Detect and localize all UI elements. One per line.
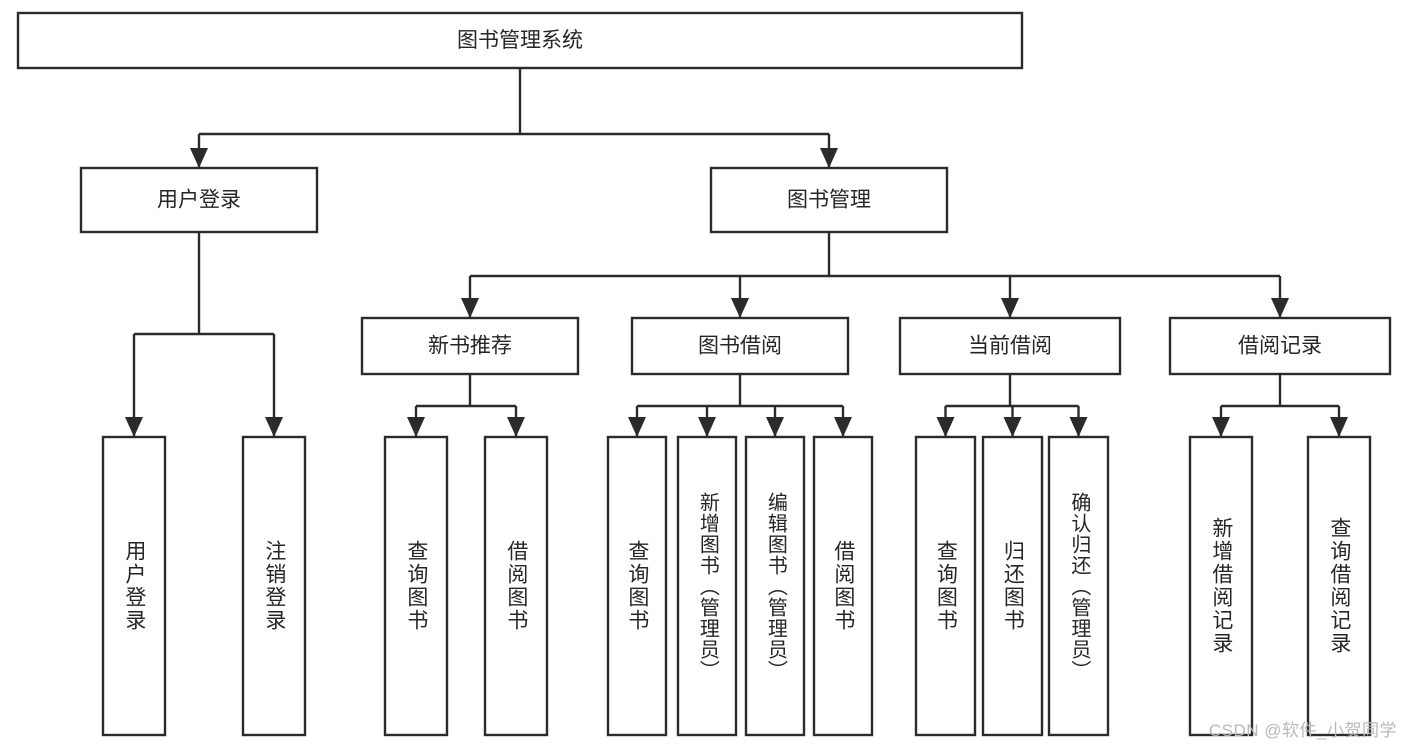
node-n6[interactable]: 借阅记录 xyxy=(1168,316,1392,376)
node-box[interactable] xyxy=(709,166,949,234)
node-l4[interactable] xyxy=(483,435,549,737)
node-box[interactable] xyxy=(812,435,874,737)
node-label: 图书管理 xyxy=(787,189,871,212)
node-n2[interactable]: 图书管理 xyxy=(709,166,949,234)
csdn-watermark: CSDN @软件_小贺同学 xyxy=(1208,721,1397,740)
arrow-head-icon xyxy=(1001,298,1019,318)
arrow-head-icon xyxy=(507,417,525,437)
arrow-head-icon xyxy=(1330,417,1348,437)
node-l2[interactable] xyxy=(241,435,307,737)
node-box[interactable] xyxy=(1188,435,1254,737)
node-box[interactable] xyxy=(981,435,1044,737)
connectors-layer xyxy=(125,68,1348,437)
node-label: 当前借阅 xyxy=(968,335,1052,358)
node-box[interactable] xyxy=(606,435,668,737)
node-l6[interactable] xyxy=(676,435,738,737)
arrow-head-icon xyxy=(628,417,646,437)
node-box[interactable] xyxy=(898,316,1122,376)
node-box[interactable] xyxy=(1168,316,1392,376)
node-label: 图书管理系统 xyxy=(457,29,583,52)
arrow-head-icon xyxy=(731,298,749,318)
node-box[interactable] xyxy=(101,435,167,737)
node-label: 用户登录 xyxy=(157,189,241,212)
node-box[interactable] xyxy=(1047,435,1110,737)
node-box[interactable] xyxy=(16,11,1024,70)
node-l11[interactable] xyxy=(1047,435,1110,737)
node-l8[interactable] xyxy=(812,435,874,737)
node-box[interactable] xyxy=(360,316,580,376)
node-box[interactable] xyxy=(483,435,549,737)
node-box[interactable] xyxy=(383,435,449,737)
arrow-head-icon xyxy=(1212,417,1230,437)
node-l10[interactable] xyxy=(981,435,1044,737)
node-n1[interactable]: 用户登录 xyxy=(79,166,319,234)
node-n4[interactable]: 图书借阅 xyxy=(630,316,850,376)
arrow-head-icon xyxy=(766,417,784,437)
arrow-head-icon xyxy=(1003,417,1022,437)
arrow-head-icon xyxy=(265,417,283,437)
node-box[interactable] xyxy=(744,435,806,737)
node-box[interactable] xyxy=(630,316,850,376)
arrow-head-icon xyxy=(820,148,838,168)
arrow-head-icon xyxy=(407,417,425,437)
node-box[interactable] xyxy=(241,435,307,737)
node-n0[interactable]: 图书管理系统 xyxy=(16,11,1024,70)
node-l9[interactable] xyxy=(914,435,977,737)
node-l1[interactable] xyxy=(101,435,167,737)
node-l7[interactable] xyxy=(744,435,806,737)
arrow-head-icon xyxy=(125,417,143,437)
node-box[interactable] xyxy=(79,166,319,234)
node-label: 借阅记录 xyxy=(1238,335,1322,358)
node-box[interactable] xyxy=(676,435,738,737)
node-l13[interactable] xyxy=(1306,435,1372,737)
node-l12[interactable] xyxy=(1188,435,1254,737)
arrow-head-icon xyxy=(1069,417,1088,437)
node-box[interactable] xyxy=(1306,435,1372,737)
arrow-head-icon xyxy=(1271,298,1289,318)
node-l3[interactable] xyxy=(383,435,449,737)
arrow-head-icon xyxy=(698,417,716,437)
node-n5[interactable]: 当前借阅 xyxy=(898,316,1122,376)
node-n3[interactable]: 新书推荐 xyxy=(360,316,580,376)
arrow-head-icon xyxy=(190,148,208,168)
arrow-head-icon xyxy=(834,417,852,437)
node-label: 图书借阅 xyxy=(698,335,782,358)
arrow-head-icon xyxy=(461,298,479,318)
arrow-head-icon xyxy=(936,417,955,437)
node-label: 新书推荐 xyxy=(428,335,512,358)
node-l5[interactable] xyxy=(606,435,668,737)
node-box[interactable] xyxy=(914,435,977,737)
